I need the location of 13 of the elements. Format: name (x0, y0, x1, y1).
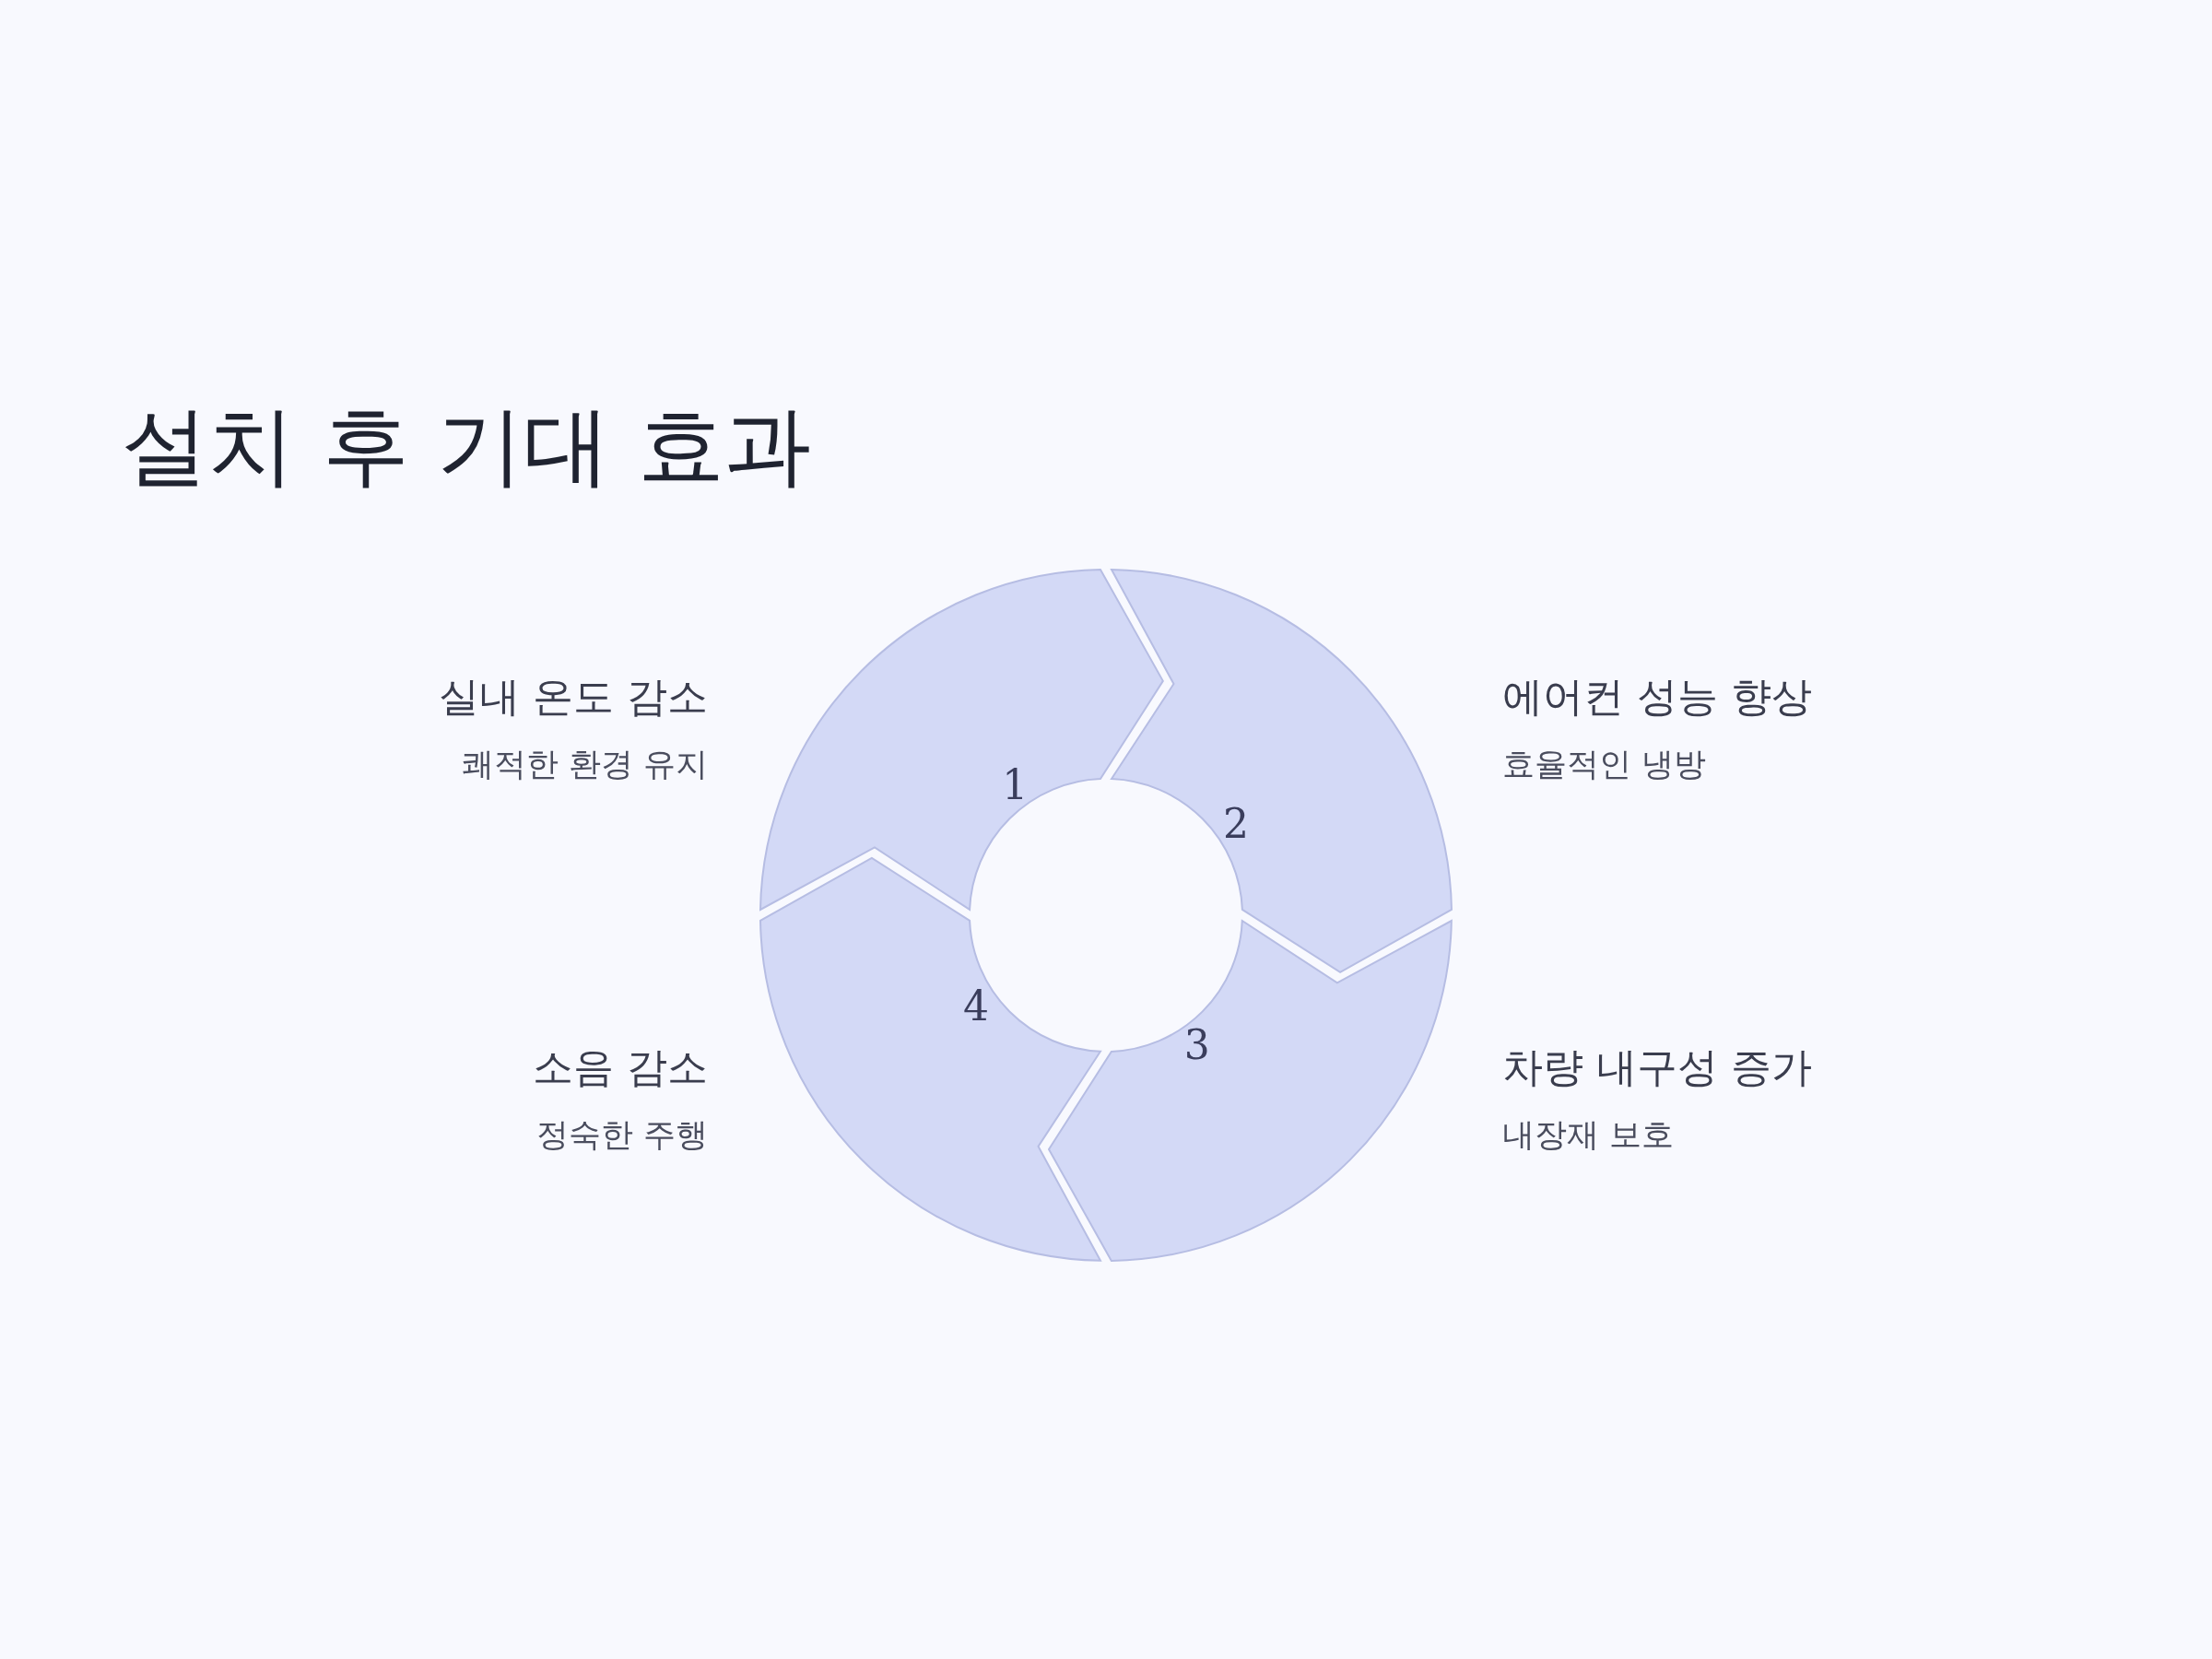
step-number: 4 (963, 985, 990, 1027)
effect-heading: 차량 내구성 증가 (1502, 1043, 1812, 1092)
effect-heading: 에어컨 성능 향상 (1502, 673, 1812, 722)
effect-description: 쾌적한 환경 유지 (461, 745, 708, 783)
step-number: 1 (1002, 765, 1029, 806)
step-number: 3 (1183, 1024, 1210, 1065)
effect-description: 효율적인 냉방 (1502, 745, 1707, 783)
effect-description: 정숙한 주행 (535, 1115, 708, 1154)
effect-description: 내장재 보호 (1502, 1115, 1675, 1154)
title: 설치 후 기대 효과 (122, 396, 811, 497)
effect-heading: 소음 감소 (533, 1043, 708, 1092)
step-number: 2 (1222, 804, 1249, 845)
effect-heading: 실내 온도 감소 (439, 673, 708, 722)
